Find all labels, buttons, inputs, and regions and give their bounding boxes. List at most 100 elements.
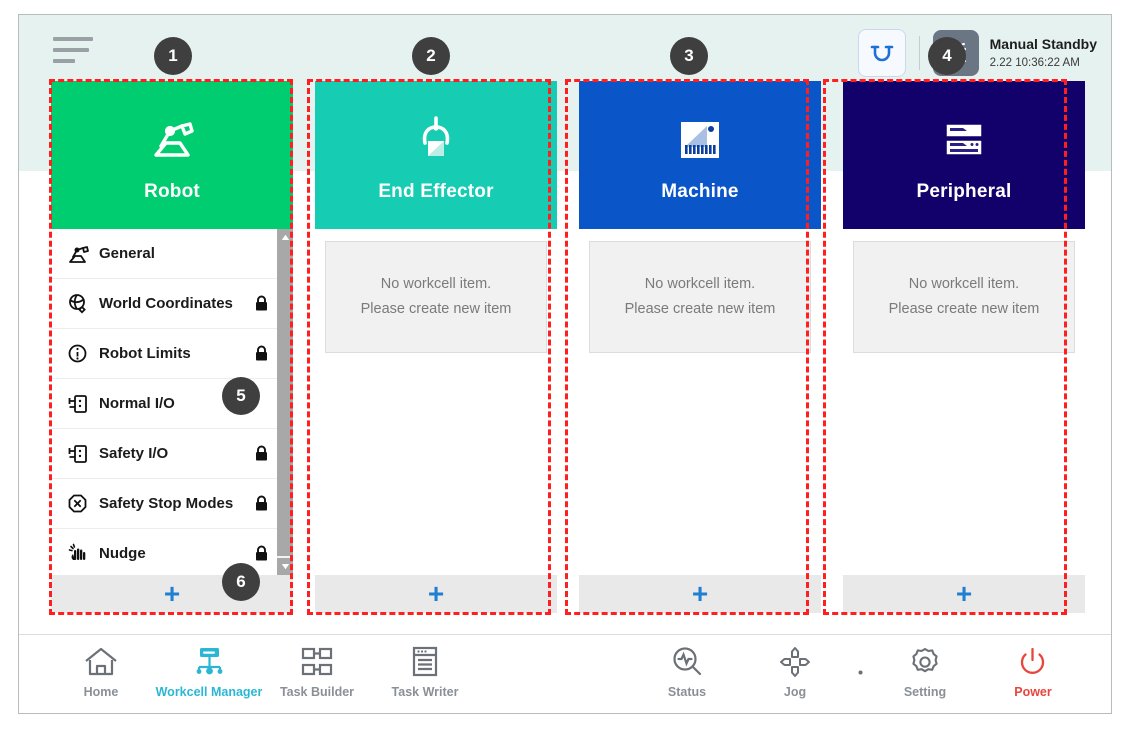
manual-hand-icon[interactable] xyxy=(932,30,979,76)
plus-icon: + xyxy=(163,578,181,609)
status-timestamp: 2.22 10:36:22 AM xyxy=(989,56,1080,69)
globe-coordinates-icon xyxy=(61,292,95,316)
nav-right-group: Status Jog xyxy=(633,641,1087,703)
lock-icon xyxy=(251,345,271,362)
card-header-end-effector[interactable]: End Effector xyxy=(315,81,557,229)
peripheral-rack-icon xyxy=(939,107,989,163)
nav-item-task-builder[interactable]: Task Builder xyxy=(263,641,371,699)
nav-item-status[interactable]: Status xyxy=(633,641,741,703)
card-header-machine[interactable]: Machine xyxy=(579,81,821,229)
plus-icon: + xyxy=(691,578,709,609)
robot-item-list: General World Coordinates xyxy=(51,229,293,575)
column-end-effector: End Effector No workcell item. Please cr… xyxy=(315,81,557,613)
empty-line-1: No workcell item. xyxy=(644,275,756,292)
machine-icon xyxy=(677,107,723,163)
nav-item-task-writer[interactable]: Task Writer xyxy=(371,641,479,699)
stop-octagon-icon xyxy=(61,492,95,516)
plus-icon: + xyxy=(955,578,973,609)
list-item-label: Robot Limits xyxy=(99,345,191,362)
lock-icon xyxy=(251,495,271,512)
card-title-end-effector: End Effector xyxy=(378,181,494,202)
empty-state-message: No workcell item. Please create new item xyxy=(325,241,547,353)
nav-label: Task Writer xyxy=(391,685,459,699)
list-item[interactable]: World Coordinates xyxy=(51,279,277,329)
nav-label: Task Builder xyxy=(279,685,355,699)
empty-line-2: Please create new item xyxy=(888,301,1040,317)
nav-label: Status xyxy=(667,685,707,699)
list-item[interactable]: General xyxy=(51,229,277,279)
status-title: Manual Standby xyxy=(989,36,1097,53)
list-item-label: Safety Stop Modes xyxy=(99,495,234,512)
card-header-peripheral[interactable]: Peripheral xyxy=(843,81,1085,229)
separator-dot xyxy=(849,641,871,703)
column-peripheral: Peripheral No workcell item. Please crea… xyxy=(843,81,1085,613)
nav-item-setting[interactable]: Setting xyxy=(871,641,979,703)
empty-line-2: Please create new item xyxy=(624,301,776,317)
list-item[interactable]: Safety Stop Modes xyxy=(51,479,277,529)
list-item[interactable]: Robot Limits xyxy=(51,329,277,379)
nav-label: Jog xyxy=(783,685,807,699)
nav-item-jog[interactable]: Jog xyxy=(741,641,849,703)
machine-body: No workcell item. Please create new item xyxy=(579,229,821,575)
empty-line-1: No workcell item. xyxy=(380,275,492,292)
column-machine: Machine No workcell item. Please create … xyxy=(579,81,821,613)
nav-left-group: Home Workcell Manager xyxy=(47,641,479,699)
add-machine-button[interactable]: + xyxy=(579,575,821,613)
hamburger-menu-icon[interactable] xyxy=(53,37,97,71)
add-peripheral-button[interactable]: + xyxy=(843,575,1085,613)
robot-arm-icon xyxy=(61,243,95,265)
nav-item-workcell-manager[interactable]: Workcell Manager xyxy=(155,641,263,699)
empty-state-message: No workcell item. Please create new item xyxy=(853,241,1075,353)
header-divider xyxy=(918,36,920,70)
column-robot: Robot General xyxy=(51,81,293,613)
nudge-hand-icon xyxy=(61,542,95,566)
lock-icon xyxy=(251,445,271,462)
scroll-down-arrow-icon[interactable] xyxy=(277,558,293,575)
nav-item-home[interactable]: Home xyxy=(47,641,155,699)
list-item-label: Nudge xyxy=(99,545,146,562)
gear-icon xyxy=(908,641,942,683)
empty-line-1: No workcell item. xyxy=(908,275,1020,292)
lock-icon xyxy=(251,545,271,562)
list-item-label: Normal I/O xyxy=(99,395,175,412)
list-item-label: World Coordinates xyxy=(99,295,233,312)
robot-arm-icon xyxy=(144,107,200,163)
robot-list-rows[interactable]: General World Coordinates xyxy=(51,229,277,575)
empty-state-message: No workcell item. Please create new item xyxy=(589,241,811,353)
nav-label: Workcell Manager xyxy=(155,685,263,699)
card-title-robot: Robot xyxy=(144,181,200,202)
list-item[interactable]: Nudge xyxy=(51,529,277,575)
plus-icon: + xyxy=(427,578,445,609)
nav-label: Setting xyxy=(903,685,947,699)
workcell-manager-icon xyxy=(189,641,229,683)
workcell-columns: Robot General xyxy=(51,81,1085,613)
add-robot-button[interactable]: + xyxy=(51,575,293,613)
io-port-icon xyxy=(61,392,95,416)
refresh-circle-icon[interactable] xyxy=(857,29,906,77)
list-item[interactable]: Normal I/O xyxy=(51,379,277,429)
jog-dpad-icon xyxy=(777,641,813,683)
peripheral-body: No workcell item. Please create new item xyxy=(843,229,1085,575)
empty-line-2: Please create new item xyxy=(360,301,512,317)
nav-label: Power xyxy=(1014,685,1052,699)
io-port-icon xyxy=(61,442,95,466)
card-header-robot[interactable]: Robot xyxy=(51,81,293,229)
card-title-machine: Machine xyxy=(661,181,739,202)
scrollbar[interactable] xyxy=(277,229,293,575)
add-end-effector-button[interactable]: + xyxy=(315,575,557,613)
card-title-peripheral: Peripheral xyxy=(916,181,1012,202)
nav-item-power[interactable]: Power xyxy=(979,641,1087,703)
list-item[interactable]: Safety I/O xyxy=(51,429,277,479)
lock-icon xyxy=(251,295,271,312)
scrollbar-thumb[interactable] xyxy=(277,246,293,556)
gripper-icon xyxy=(412,107,460,163)
list-item-label: General xyxy=(99,245,155,262)
limits-circle-icon xyxy=(61,342,95,366)
end-effector-body: No workcell item. Please create new item xyxy=(315,229,557,575)
scroll-up-arrow-icon[interactable] xyxy=(277,229,293,246)
status-scope-icon xyxy=(669,641,705,683)
nav-label: Home xyxy=(83,685,119,699)
header-status-area: Manual Standby 2.22 10:36:22 AM xyxy=(857,27,1097,79)
application-window: Manual Standby 2.22 10:36:22 AM xyxy=(18,14,1112,714)
list-item-label: Safety I/O xyxy=(99,445,169,462)
